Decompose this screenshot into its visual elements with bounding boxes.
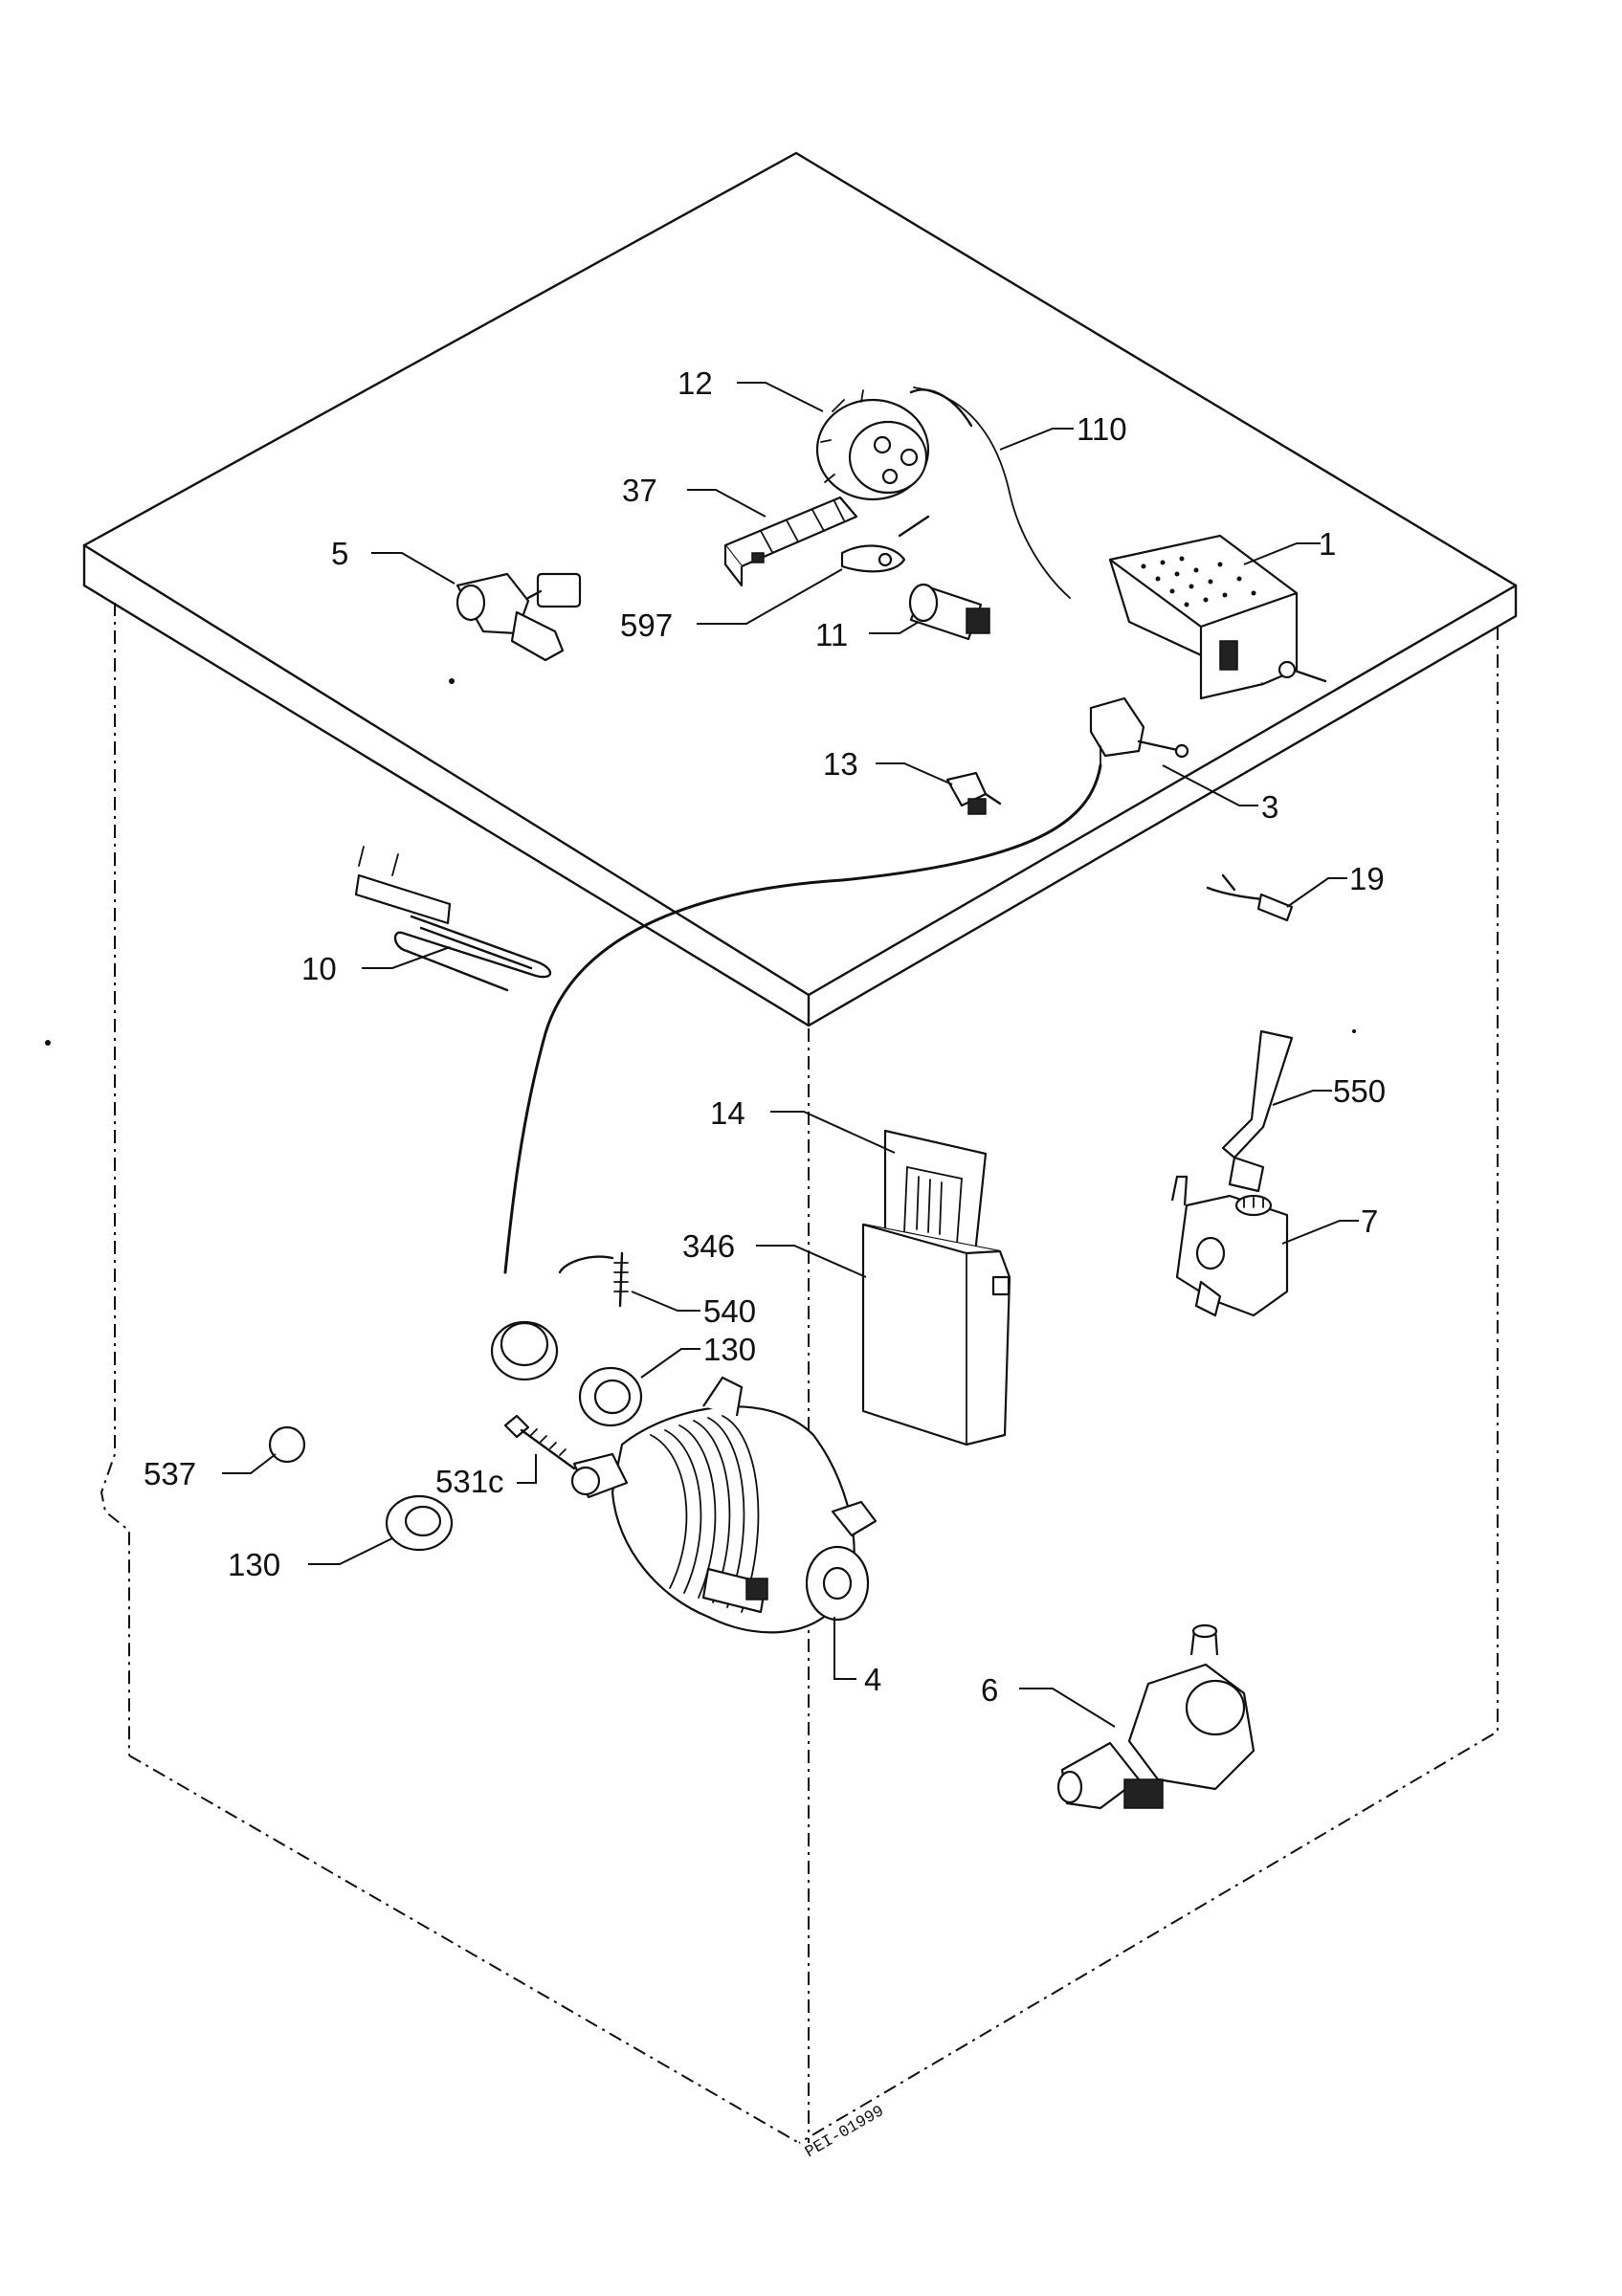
label-13: 13 [823,746,858,782]
label-540: 540 [703,1293,756,1329]
label-10: 10 [301,951,337,986]
cabinet-outline [82,151,1518,2144]
part-3-cable [503,763,1102,1274]
part-540-clip [558,1251,629,1308]
part-550-hose [1221,1029,1294,1193]
label-537: 537 [144,1456,196,1491]
part-labels: 12 110 37 5 1 597 11 13 3 19 10 550 14 7… [144,365,1386,2162]
label-11: 11 [815,617,848,652]
label-12: 12 [678,365,713,401]
label-4: 4 [864,1662,881,1697]
label-3: 3 [1261,789,1278,825]
leader-lines [222,382,1359,1728]
print-dot [449,678,455,684]
label-6: 6 [981,1672,998,1708]
part-13-switch [945,771,1002,815]
part-3-switch [1089,696,1189,766]
part-4-motor [570,1376,878,1634]
part-130-grommet-lower [385,1494,454,1552]
part-37-terminal-block [723,496,858,587]
label-1: 1 [1319,526,1336,562]
label-110: 110 [1077,411,1127,447]
part-110-wire [913,386,1071,599]
label-531c: 531c [435,1464,504,1499]
part-19-sensor [1206,873,1294,922]
part-537-washer [268,1425,306,1464]
part-346-housing [861,1223,1011,1446]
part-5-valve [455,572,582,662]
part-1-electronic-module [1108,534,1327,700]
grommet-cable-end [490,1320,559,1381]
part-531c-screw [503,1414,576,1470]
label-37: 37 [622,473,657,508]
print-dot [1352,1029,1356,1033]
label-130-upper: 130 [703,1332,756,1367]
part-130-grommet-upper [578,1366,643,1427]
label-550: 550 [1333,1073,1386,1109]
label-130-lower: 130 [228,1547,280,1582]
print-dot [45,1040,51,1046]
part-11-capacitor [908,583,990,641]
part-12-timer [815,388,973,501]
label-19: 19 [1349,861,1385,896]
label-597: 597 [620,607,673,643]
part-597-clip [840,515,930,573]
label-14: 14 [710,1095,745,1131]
label-5: 5 [331,536,348,571]
part-6-drain-pump [1056,1623,1255,1810]
part-10-heating-element [354,846,552,992]
part-7-valve-unit [1170,1175,1289,1317]
label-346: 346 [682,1228,735,1264]
label-7: 7 [1361,1203,1378,1239]
